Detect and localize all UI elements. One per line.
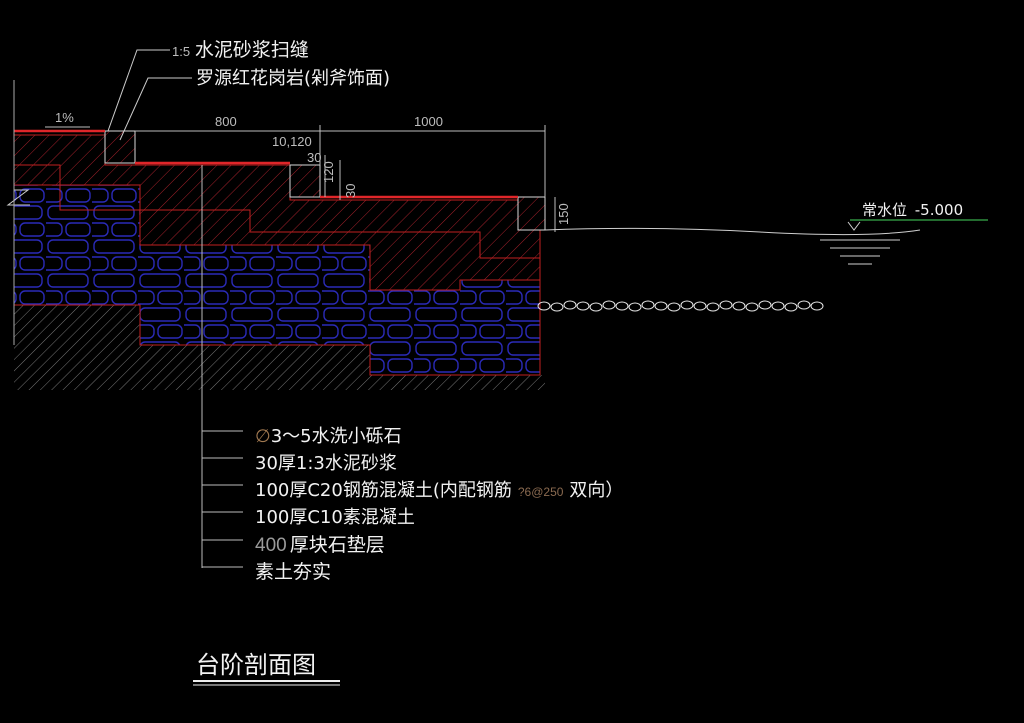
callout-finish: 罗源红花岗岩(剁斧饰面) (196, 68, 390, 89)
water-surface (544, 221, 921, 265)
layer-leaders (201, 165, 243, 568)
layer-text: 3～5水洗小砾石 (271, 426, 402, 447)
pebble (563, 300, 577, 310)
water-level-value: -5.000 (915, 201, 963, 219)
pebble (576, 301, 590, 311)
layer-label-6: 素土夯实 (255, 561, 331, 583)
break-line (6, 189, 30, 206)
callout-joint-ratio: 1:5 (172, 44, 190, 59)
water-level-label: 常水位 -5.000 (862, 201, 963, 219)
pebble (589, 302, 603, 312)
granite-steps (104, 130, 546, 231)
pebble (641, 300, 655, 310)
layer-text: 100厚C20钢筋混凝土(内配钢筋 (255, 480, 512, 501)
compacted-soil-hatch (14, 305, 545, 390)
layer-thickness: 400 (255, 535, 287, 556)
detail-dimension-b: 30 (307, 150, 321, 165)
pebble (628, 302, 642, 312)
pebble (719, 300, 733, 310)
pebble (615, 301, 629, 311)
pebble (667, 302, 681, 312)
riser-dimension: 150 (556, 203, 571, 225)
slope-label: 1% (55, 110, 74, 125)
layer-label-1: ∅3～5水洗小砾石 (255, 426, 402, 447)
pebble (602, 300, 616, 310)
pebble (810, 301, 824, 311)
layer-text-suffix: 双向） (569, 480, 623, 501)
pebble (745, 302, 759, 312)
layer-label-3: 100厚C20钢筋混凝土(内配钢筋 ?6@250 双向） (255, 480, 623, 501)
concrete-layers (13, 134, 541, 291)
detail-dimension-c: 120 (321, 161, 336, 183)
pebble (797, 300, 811, 310)
detail-dimension-a: 10,120 (272, 134, 312, 149)
pebble (758, 300, 772, 310)
pebble (771, 301, 785, 311)
pebble (550, 302, 564, 312)
pebble (680, 300, 694, 310)
pebble (693, 301, 707, 311)
rebar-spec: ?6@250 (518, 485, 564, 499)
pebble (654, 301, 668, 311)
pebble (537, 301, 551, 311)
pebble (784, 302, 798, 312)
water-level-text: 常水位 (862, 201, 907, 219)
callout-joint-text: 水泥砂浆扫缝 (195, 39, 309, 61)
callout-leader-finish (119, 77, 192, 141)
layer-label-4: 100厚C10素混凝土 (255, 507, 415, 528)
tread-dimension-1: 800 (215, 114, 237, 129)
layer-text: 厚块石垫层 (290, 534, 385, 556)
detail-dimension-d: 30 (343, 184, 358, 198)
dimension-lines (45, 125, 556, 232)
layer-label-2: 30厚1:3水泥砂浆 (255, 453, 397, 474)
drawing-title: 台阶剖面图 (196, 651, 316, 679)
pebble (732, 301, 746, 311)
diameter-symbol: ∅ (255, 426, 271, 446)
gravel-pebbles (537, 300, 824, 312)
callout-leader-joint (107, 49, 170, 132)
paving-surface (14, 129, 518, 199)
callout-joint: 1:5 水泥砂浆扫缝 (172, 39, 309, 61)
pebble (706, 302, 720, 312)
tread-dimension-2: 1000 (414, 114, 443, 129)
